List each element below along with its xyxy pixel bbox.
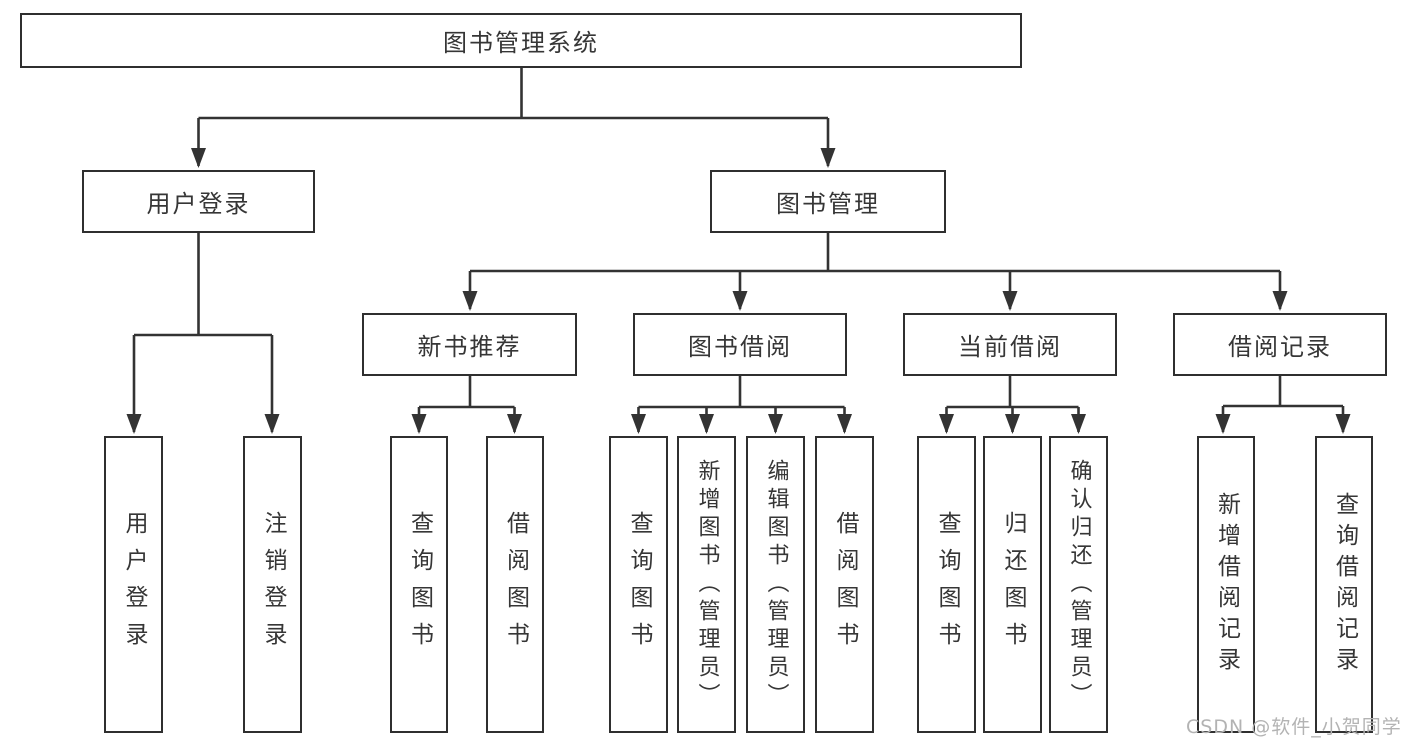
node-user-login-leaf: 用户登录 (104, 436, 163, 733)
node-label: 借阅图书 (832, 510, 858, 659)
node-confirm-return-admin: 确认归还（管理员） (1049, 436, 1108, 733)
node-current-borrowing: 当前借阅 (903, 313, 1117, 376)
node-label: 查询图书 (406, 510, 433, 659)
node-add-books-admin: 新增图书（管理员） (677, 436, 736, 733)
node-book-management: 图书管理 (710, 170, 946, 233)
node-logout-leaf: 注销登录 (243, 436, 302, 733)
node-label: 查询借阅记录 (1331, 491, 1358, 678)
node-add-borrowing-record: 新增借阅记录 (1197, 436, 1255, 733)
node-query-borrowing-record: 查询借阅记录 (1315, 436, 1373, 733)
node-label: 编辑图书（管理员） (763, 458, 789, 711)
node-query-books-recommend: 查询图书 (390, 436, 448, 733)
node-library-management-system: 图书管理系统 (20, 13, 1022, 68)
node-label: 借阅图书 (502, 510, 529, 659)
node-label: 用户登录 (121, 510, 147, 659)
node-label: 确认归还（管理员） (1066, 458, 1092, 711)
node-book-borrowing: 图书借阅 (633, 313, 847, 376)
node-query-books-borrowing: 查询图书 (609, 436, 668, 733)
node-label: 新增图书（管理员） (694, 458, 720, 711)
node-borrow-books-borrowing: 借阅图书 (815, 436, 874, 733)
node-borrowing-records: 借阅记录 (1173, 313, 1387, 376)
node-query-books-current: 查询图书 (917, 436, 976, 733)
node-label: 归还图书 (1000, 510, 1026, 659)
node-user-login: 用户登录 (82, 170, 315, 233)
node-edit-books-admin: 编辑图书（管理员） (746, 436, 805, 733)
node-label: 查询图书 (626, 510, 652, 659)
node-return-books: 归还图书 (983, 436, 1042, 733)
node-label: 注销登录 (260, 510, 286, 659)
node-label: 新增借阅记录 (1213, 491, 1240, 678)
node-new-book-recommendation: 新书推荐 (362, 313, 577, 376)
node-label: 查询图书 (934, 510, 960, 659)
node-borrow-books-recommend: 借阅图书 (486, 436, 544, 733)
csdn-watermark: CSDN @软件_小贺同学 (1186, 716, 1402, 738)
